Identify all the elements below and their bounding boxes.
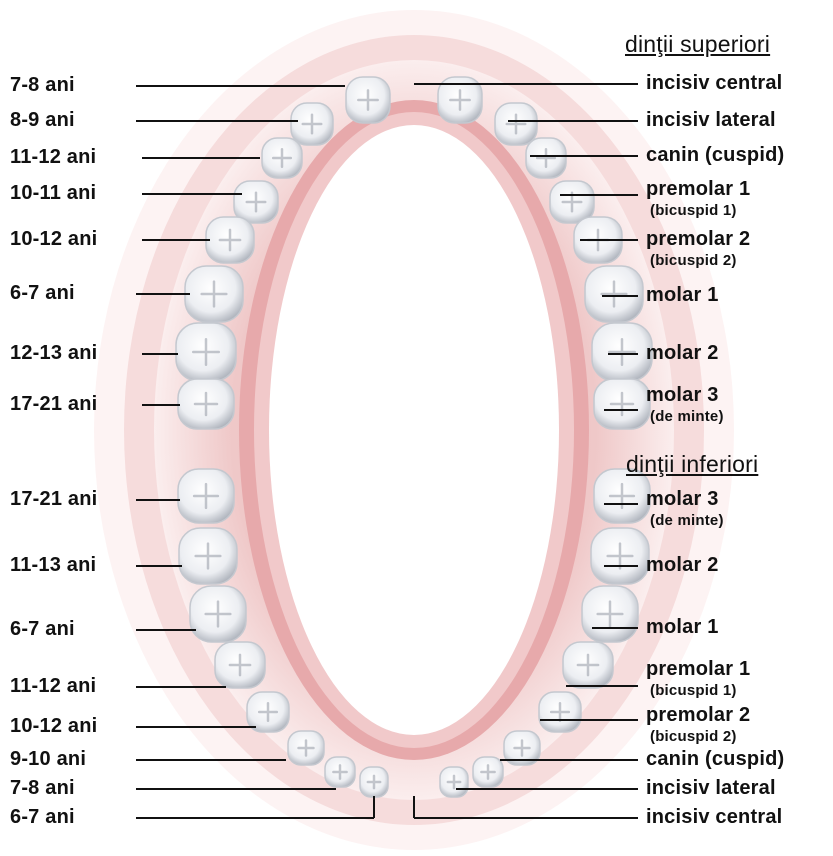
upper-tooth-name: premolar 2	[646, 229, 750, 249]
lower-tooth-left-7	[325, 757, 355, 787]
upper-tooth-subname: (de minte)	[650, 409, 724, 424]
upper-tooth-left-3	[262, 138, 302, 178]
upper-tooth-right-2	[495, 103, 537, 145]
lower-tooth-left-1	[178, 469, 234, 523]
upper-tooth-left-2	[291, 103, 333, 145]
upper-tooth-name: premolar 1	[646, 179, 750, 199]
lower-tooth-right-4	[563, 642, 613, 688]
upper-tooth-right-6	[585, 266, 643, 322]
lower-tooth-right-5	[539, 692, 581, 732]
gums	[94, 10, 734, 850]
lower-age-label: 11-12 ani	[10, 676, 96, 696]
upper-age-label: 11-12 ani	[10, 147, 96, 167]
upper-tooth-name: incisiv central	[646, 73, 782, 93]
lower-tooth-left-4	[215, 642, 265, 688]
lower-tooth-right-1	[594, 469, 650, 523]
upper-age-label: 7-8 ani	[10, 75, 75, 95]
upper-tooth-left-6	[185, 266, 243, 322]
lower-tooth-name: molar 2	[646, 555, 719, 575]
upper-tooth-left-7	[176, 323, 236, 381]
lower-tooth-name: incisiv central	[646, 807, 782, 827]
lower-tooth-subname: (bicuspid 1)	[650, 683, 737, 698]
lower-tooth-left-6	[288, 731, 324, 765]
upper-age-label: 10-11 ani	[10, 183, 96, 203]
lower-tooth-left-8	[360, 767, 388, 797]
lower-tooth-right-3	[582, 586, 638, 642]
lower-tooth-subname: (de minte)	[650, 513, 724, 528]
lower-tooth-right-7	[473, 757, 503, 787]
upper-age-label: 17-21 ani	[10, 394, 97, 414]
upper-teeth-heading: dinţii superiori	[625, 33, 770, 56]
upper-age-label: 6-7 ani	[10, 283, 75, 303]
upper-tooth-left-1	[346, 77, 390, 123]
upper-age-label: 10-12 ani	[10, 229, 97, 249]
upper-tooth-right-7	[592, 323, 652, 381]
upper-tooth-left-8	[178, 379, 234, 429]
upper-tooth-name: incisiv lateral	[646, 110, 776, 130]
upper-tooth-subname: (bicuspid 1)	[650, 203, 737, 218]
lower-age-label: 7-8 ani	[10, 778, 75, 798]
lower-age-label: 10-12 ani	[10, 716, 97, 736]
upper-tooth-name: molar 1	[646, 285, 719, 305]
upper-tooth-name: molar 3	[646, 385, 719, 405]
upper-age-label: 12-13 ani	[10, 343, 97, 363]
lower-teeth-heading: dinţii inferiori	[626, 453, 758, 476]
lower-tooth-name: canin (cuspid)	[646, 749, 784, 769]
lower-tooth-subname: (bicuspid 2)	[650, 729, 737, 744]
lower-tooth-name: incisiv lateral	[646, 778, 776, 798]
upper-tooth-name: canin (cuspid)	[646, 145, 784, 165]
lower-age-label: 6-7 ani	[10, 619, 75, 639]
lower-age-label: 9-10 ani	[10, 749, 86, 769]
lower-age-label: 17-21 ani	[10, 489, 97, 509]
upper-tooth-subname: (bicuspid 2)	[650, 253, 737, 268]
lower-tooth-name: premolar 2	[646, 705, 750, 725]
upper-age-label: 8-9 ani	[10, 110, 75, 130]
lower-tooth-name: molar 3	[646, 489, 719, 509]
upper-tooth-right-8	[594, 379, 650, 429]
lower-tooth-name: molar 1	[646, 617, 719, 637]
upper-tooth-name: molar 2	[646, 343, 719, 363]
lower-tooth-left-2	[179, 528, 237, 584]
lower-tooth-right-2	[591, 528, 649, 584]
lower-age-label: 11-13 ani	[10, 555, 96, 575]
upper-tooth-right-3	[526, 138, 566, 178]
lower-tooth-left-3	[190, 586, 246, 642]
lower-tooth-right-8	[440, 767, 468, 797]
upper-tooth-left-5	[206, 217, 254, 263]
lower-tooth-name: premolar 1	[646, 659, 750, 679]
lower-age-label: 6-7 ani	[10, 807, 75, 827]
